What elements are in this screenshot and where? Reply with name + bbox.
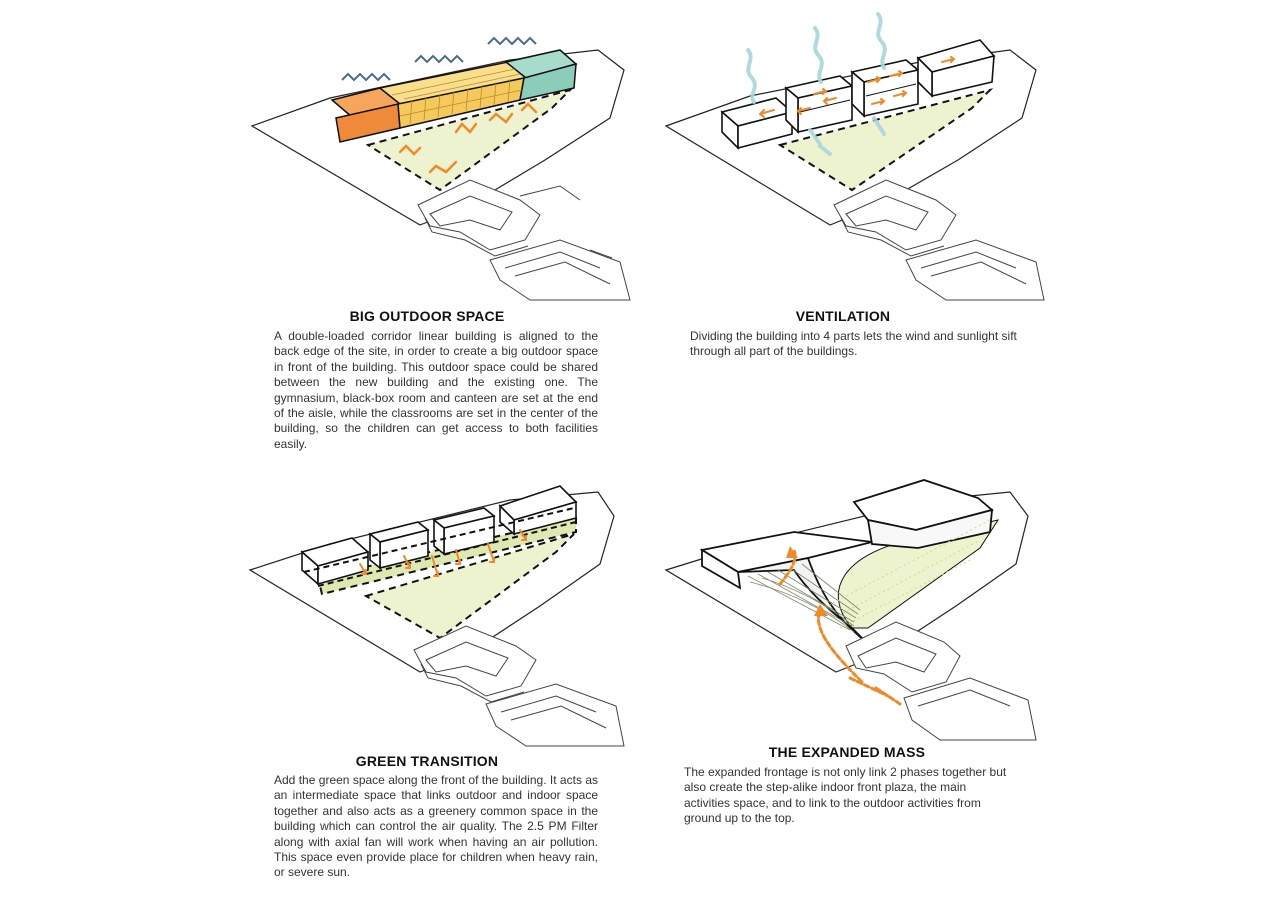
diagram-big-outdoor-space [250,36,631,301]
outdoor-space-area [363,533,575,640]
existing-building [413,625,625,747]
panel-green-transition: GREEN TRANSITION Add the green space alo… [0,460,640,904]
arrow-heads [786,546,828,616]
airflow-arrows [758,56,956,118]
green-corridor [316,516,577,596]
panel-title: THE EXPANDED MASS [768,744,926,760]
building-blocks [300,485,578,587]
transition-arrows [359,529,527,577]
diagram-ventilation [664,12,1045,301]
panel-big-outdoor-space: BIG OUTDOOR SPACE A double-loaded corrid… [0,0,640,460]
movement-arrows [778,548,902,706]
existing-building [417,179,631,301]
sun-zigzags [341,36,537,82]
panel-description: Add the green space along the front of t… [274,773,598,880]
panel-description: A double-loaded corridor linear building… [274,329,598,451]
expanded-building [699,479,994,641]
diagram-expanded-mass [664,479,1037,741]
access-arrows [398,102,538,174]
divided-blocks [720,39,996,150]
outdoor-space-area [777,88,994,192]
existing-building [845,621,1037,741]
wind-arrows [746,12,887,156]
panel-title: GREEN TRANSITION [355,753,499,769]
panel-description: The expanded frontage is not only link 2… [684,765,1007,826]
perspective-lines [819,519,991,629]
linear-building [330,49,578,143]
panel-title: VENTILATION [795,308,891,324]
block-teal-front [519,62,577,101]
panel-expanded-mass: THE EXPANDED MASS The expanded frontage … [640,460,1280,904]
diagram-green-transition [248,485,625,747]
existing-building [833,179,1045,301]
panel-title: BIG OUTDOOR SPACE [349,308,505,324]
panel-ventilation: VENTILATION Dividing the building into 4… [640,0,1280,460]
panel-description: Dividing the building into 4 parts lets … [690,329,1017,359]
outdoor-space-area [365,88,574,192]
